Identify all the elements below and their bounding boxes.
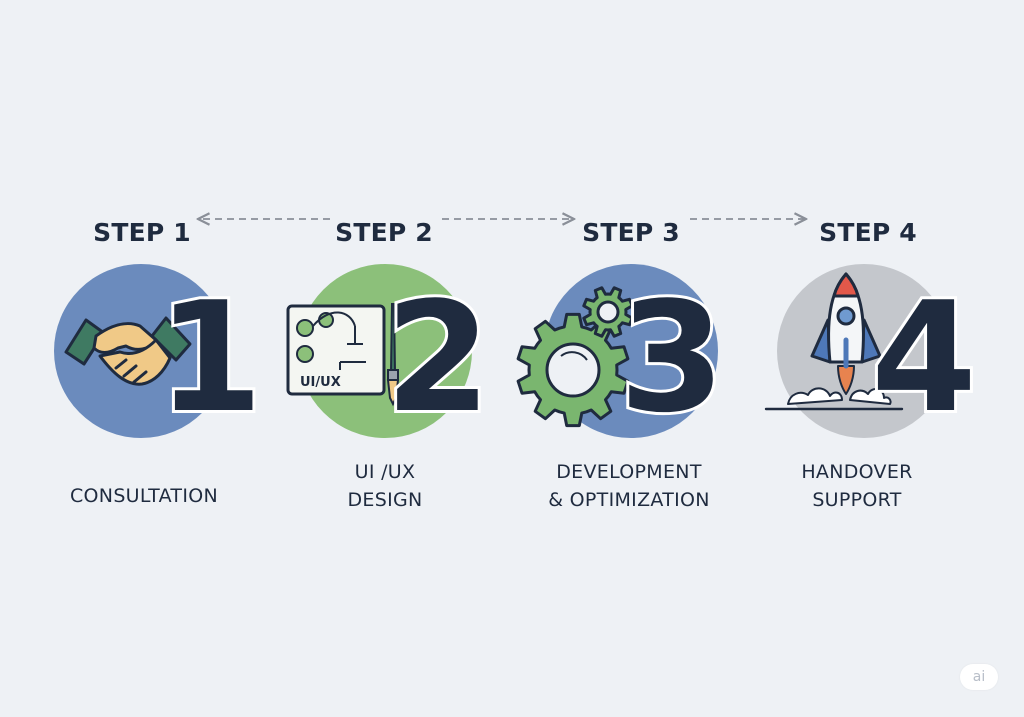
step-2-number: 2 [385,269,491,446]
ui-ux-design-board-icon: UI/UX [286,303,400,407]
large-gear-hole [545,342,601,398]
gears-icon [516,286,634,428]
step-4-label-line-1: HANDOVER [801,461,913,483]
step-4-label-line-2: SUPPORT [812,489,902,511]
step-1-title: STEP 1 [93,218,191,247]
step-2-label-line-2: DESIGN [347,489,423,511]
step-3-label-line-1: DEVELOPMENT [556,461,702,483]
step-4-label: HANDOVER SUPPORT [737,458,977,514]
step-3-label-line-2: & OPTIMIZATION [548,489,710,511]
large-gear-highlight [560,351,588,361]
step-1-label-line-1: CONSULTATION [69,485,218,507]
small-gear-hole [596,300,620,324]
step-1-number: 1 [157,269,263,446]
rocket-icon [764,272,904,411]
step-2-title: STEP 2 [335,218,433,247]
step-3-label: DEVELOPMENT & OPTIMIZATION [509,458,749,514]
handshake-icon [64,316,192,386]
step-1-label: CONSULTATION [24,482,264,510]
step-2-label: UI /UX DESIGN [265,458,505,514]
ai-badge: ai [960,664,998,690]
step-2-label-line-1: UI /UX [354,461,416,483]
board-label: UI/UX [300,375,341,390]
step-4-number: 4 [871,269,977,446]
step-4-title: STEP 4 [819,218,917,247]
step-3-number: 3 [619,269,725,446]
step-3-title: STEP 3 [582,218,680,247]
